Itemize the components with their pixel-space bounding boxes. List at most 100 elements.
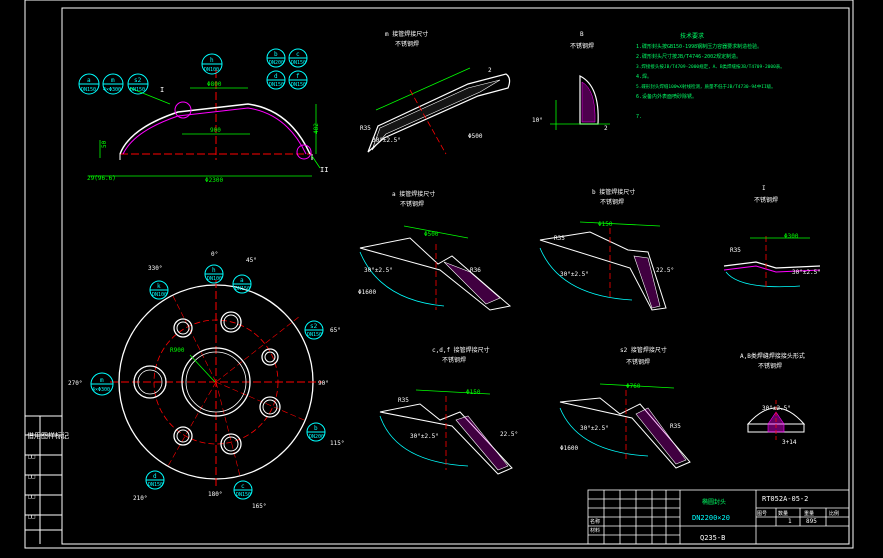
bubble-m: m 4×Φ300 — [102, 73, 124, 95]
callout-ii: II — [320, 166, 328, 174]
svg-text:30°±2.5°: 30°±2.5° — [580, 425, 609, 432]
svg-text:R35: R35 — [670, 423, 681, 430]
title-material: Q235-B — [700, 534, 725, 542]
detail-I: I 不锈钢焊 Φ300 R35 30°±2.5° — [723, 185, 821, 290]
detail-s2: s2 接管焊接尺寸 不锈钢焊 Φ760 30°±2.5° R35 Φ1600 — [559, 346, 691, 469]
title-scale: 1 — [788, 518, 792, 525]
svg-text:DN150: DN150 — [291, 82, 306, 88]
svg-text:Φ500: Φ500 — [424, 231, 439, 238]
svg-text:b 接管焊接尺寸: b 接管焊接尺寸 — [592, 188, 635, 196]
title-weight: 895 — [806, 518, 817, 525]
dim-od: Φ2300 — [205, 177, 223, 184]
svg-text:DN150: DN150 — [291, 60, 306, 66]
svg-text:4×Φ300: 4×Φ300 — [103, 87, 121, 93]
svg-text:不锈钢焊: 不锈钢焊 — [626, 358, 650, 366]
svg-text:DN150: DN150 — [81, 87, 96, 93]
svg-text:30°±2.5°: 30°±2.5° — [372, 137, 401, 144]
title-block — [587, 489, 850, 545]
svg-text:DN150: DN150 — [148, 482, 163, 488]
svg-text:不锈钢焊: 不锈钢焊 — [758, 362, 782, 370]
svg-text:□□: □□ — [28, 473, 36, 480]
detail-cdf: c,d,f 接管焊接尺寸 不锈钢焊 R35 Φ150 30°±2.5° 22.5… — [379, 346, 518, 475]
svg-text:技术要求: 技术要求 — [680, 32, 704, 40]
sheet-frame — [24, 0, 854, 549]
detail-b: b 接管焊接尺寸 不锈钢焊 Φ150 R35 30°±2.5° 22.5° — [539, 188, 674, 311]
svg-text:材料: 材料 — [590, 527, 600, 534]
bubble-b-top: b DN200 — [266, 48, 286, 68]
svg-text:7.: 7. — [636, 114, 642, 120]
svg-text:d: d — [274, 73, 278, 80]
svg-text:h: h — [212, 267, 216, 274]
svg-text:DN200: DN200 — [309, 434, 324, 440]
svg-text:a: a — [240, 277, 244, 284]
title-spec: DN2200×20 — [692, 514, 730, 522]
svg-text:5.碟形封头焊缝100%X射线检测，质量不低于JB/T473: 5.碟形封头焊缝100%X射线检测，质量不低于JB/T4730-94中II级。 — [636, 83, 776, 90]
bubble-a: a DN150 — [78, 73, 100, 95]
left-strip-cells: □□□□□□□□ — [28, 453, 36, 520]
svg-text:2.碟形封头尺寸按JB/T4746-2002规定制造。: 2.碟形封头尺寸按JB/T4746-2002规定制造。 — [636, 53, 741, 60]
svg-text:不锈钢焊: 不锈钢焊 — [570, 42, 594, 50]
svg-text:a: a — [87, 77, 91, 84]
bubble-c-top: c DN150 — [288, 48, 308, 68]
svg-text:f: f — [296, 73, 300, 80]
svg-text:□□: □□ — [28, 453, 36, 460]
svg-text:6.设备内外表面喷砂除锈。: 6.设备内外表面喷砂除锈。 — [636, 93, 697, 100]
svg-text:DN200: DN200 — [269, 60, 284, 66]
svg-text:30°±2.5°: 30°±2.5° — [560, 271, 589, 278]
svg-text:3.焊接接头按JB/T4709-2000规定，A、B类焊缝按: 3.焊接接头按JB/T4709-2000规定，A、B类焊缝按JB/T4709-2… — [636, 63, 785, 70]
svg-text:h: h — [210, 57, 214, 64]
svg-text:m: m — [100, 377, 104, 384]
svg-text:330°: 330° — [148, 265, 162, 272]
svg-text:4.焊。: 4.焊。 — [636, 73, 652, 80]
svg-text:m 接管焊接尺寸: m 接管焊接尺寸 — [385, 30, 428, 38]
svg-text:Φ1600: Φ1600 — [560, 445, 578, 452]
svg-text:Φ1600: Φ1600 — [358, 289, 376, 296]
detail-a: a 接管焊接尺寸 不锈钢焊 Φ500 30°±2.5° R36 Φ1600 — [358, 190, 512, 311]
svg-text:22.5°: 22.5° — [500, 431, 518, 438]
svg-text:名称: 名称 — [590, 518, 600, 525]
svg-text:22.5°: 22.5° — [656, 267, 674, 274]
svg-text:45°: 45° — [246, 257, 257, 264]
svg-text:30°±2.5°: 30°±2.5° — [792, 269, 821, 276]
svg-text:DN150: DN150 — [130, 87, 145, 93]
svg-text:a 接管焊接尺寸: a 接管焊接尺寸 — [392, 190, 435, 198]
svg-text:270°: 270° — [68, 380, 82, 387]
svg-text:图号: 图号 — [757, 511, 767, 517]
svg-text:DN150: DN150 — [236, 492, 251, 498]
bubble-f-top: f DN150 — [288, 70, 308, 90]
svg-text:c: c — [296, 51, 300, 58]
detail-m-d500: Φ500 — [468, 133, 483, 140]
svg-text:c: c — [241, 483, 245, 490]
svg-text:R36: R36 — [470, 267, 481, 274]
dim-inner: 900 — [210, 127, 221, 134]
svg-text:重量: 重量 — [804, 510, 814, 517]
svg-text:2: 2 — [604, 125, 608, 132]
bubble-h: h DN100 — [201, 53, 223, 75]
svg-text:R35: R35 — [360, 125, 371, 132]
svg-text:b: b — [274, 51, 278, 58]
svg-text:90°: 90° — [318, 380, 329, 387]
svg-text:□□: □□ — [28, 513, 36, 520]
svg-text:Φ150: Φ150 — [466, 389, 481, 396]
bubble-d-top: d DN150 — [266, 70, 286, 90]
plan-view: R900 0° 330° 45° 65° 90° 115° 165° 180° … — [68, 251, 344, 510]
svg-text:k: k — [157, 283, 161, 290]
svg-text:R35: R35 — [554, 235, 565, 242]
svg-text:不锈钢焊: 不锈钢焊 — [442, 356, 466, 364]
title-block-headers: 图号 数量 重量 比例 名称 材料 — [590, 510, 839, 534]
svg-text:210°: 210° — [133, 495, 147, 502]
svg-text:DN150: DN150 — [307, 332, 322, 338]
callout-i: I — [160, 86, 164, 94]
svg-text:s2: s2 — [310, 323, 318, 330]
svg-text:DN150: DN150 — [235, 286, 250, 292]
svg-text:Φ300: Φ300 — [784, 233, 799, 240]
svg-text:比例: 比例 — [829, 510, 839, 517]
dim-height: 482 — [313, 123, 320, 134]
